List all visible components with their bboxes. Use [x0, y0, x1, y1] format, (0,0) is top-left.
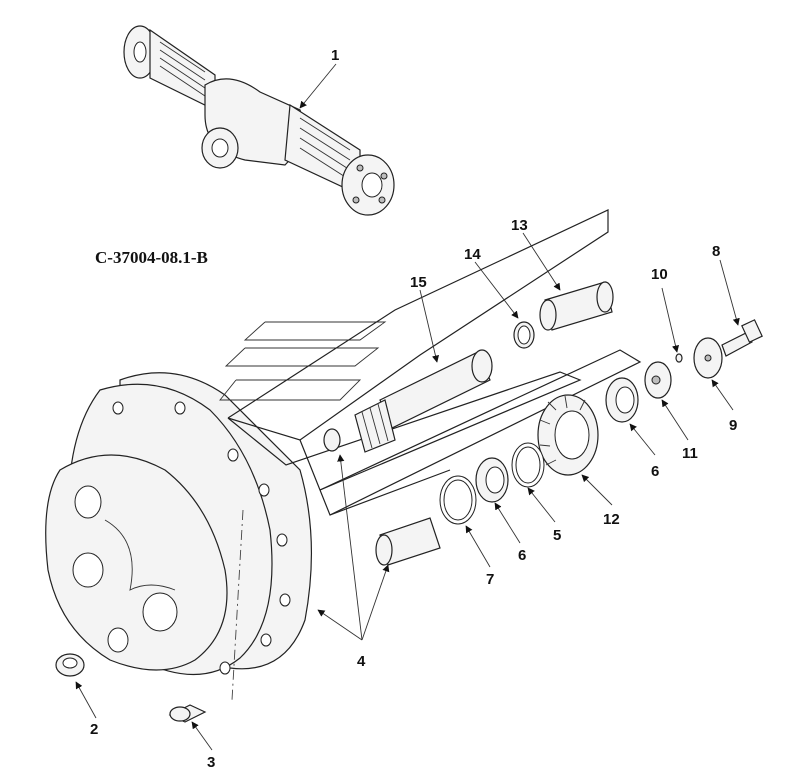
drawing-code: C-37004-08.1-B [95, 248, 208, 267]
callout-1: 1 [331, 47, 339, 64]
callout-13: 13 [511, 217, 528, 234]
callout-3: 3 [207, 754, 215, 771]
callout-7: 7 [486, 571, 494, 588]
planet-shaft [323, 349, 493, 453]
bolt-washer-set [644, 319, 763, 399]
callout-5: 5 [553, 527, 561, 544]
hub-housing [45, 372, 312, 701]
callout-4: 4 [357, 653, 366, 670]
callout-2: 2 [90, 721, 98, 738]
callout-14: 14 [464, 246, 481, 263]
callout-12: 12 [603, 511, 620, 528]
callout-15: 15 [410, 274, 427, 291]
gear-and-bearings [375, 377, 639, 566]
callout-9: 9 [729, 417, 737, 434]
callout-6b: 6 [518, 547, 526, 564]
plug-and-screw [55, 653, 207, 723]
callout-6a: 6 [651, 463, 659, 480]
pin-and-ring [513, 281, 614, 349]
callout-10: 10 [651, 266, 668, 283]
carrier-outline [219, 209, 642, 516]
axle-assembly-thumbnail [123, 25, 395, 216]
callout-8: 8 [712, 243, 720, 260]
leader-lines [75, 63, 740, 751]
callout-labels: 1 2 3 4 5 6 6 7 8 9 10 11 12 13 14 15 [90, 47, 737, 771]
callout-11: 11 [682, 445, 698, 462]
